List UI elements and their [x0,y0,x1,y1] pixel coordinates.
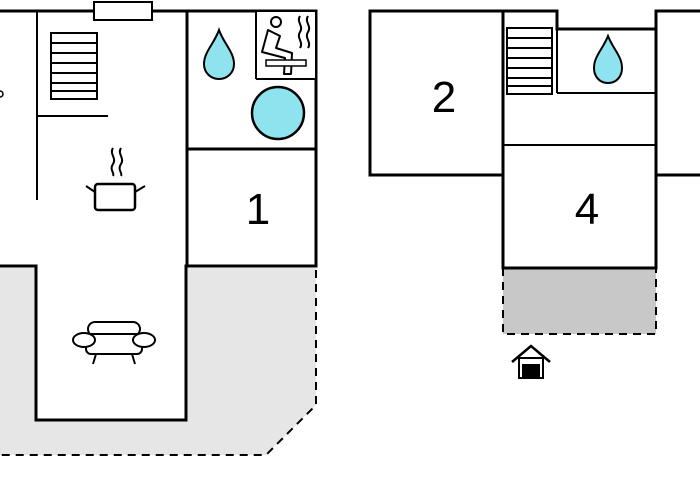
door-handle [0,90,4,98]
water-drop-icon [592,33,624,85]
ground-floor-interior [0,11,316,420]
hot-tub-icon [250,85,306,141]
sofa-icon [72,321,156,365]
terrace-outline [0,270,317,456]
covered-area-outline [502,268,657,335]
room-label-4: 4 [575,185,599,234]
stairs-icon [50,32,98,100]
stairs-icon [506,27,553,95]
window [93,1,153,21]
water-drop-icon [202,27,236,81]
ground-floor-walls [0,9,318,422]
entrance-icon [511,344,551,379]
room-label-1: 1 [246,185,270,234]
covered-area [503,268,656,334]
room-label-2: 2 [432,73,456,122]
upper-floor-walls [368,9,700,31]
sauna-icon [257,12,315,78]
stove-icon [85,147,146,212]
terrace-area [0,268,316,455]
